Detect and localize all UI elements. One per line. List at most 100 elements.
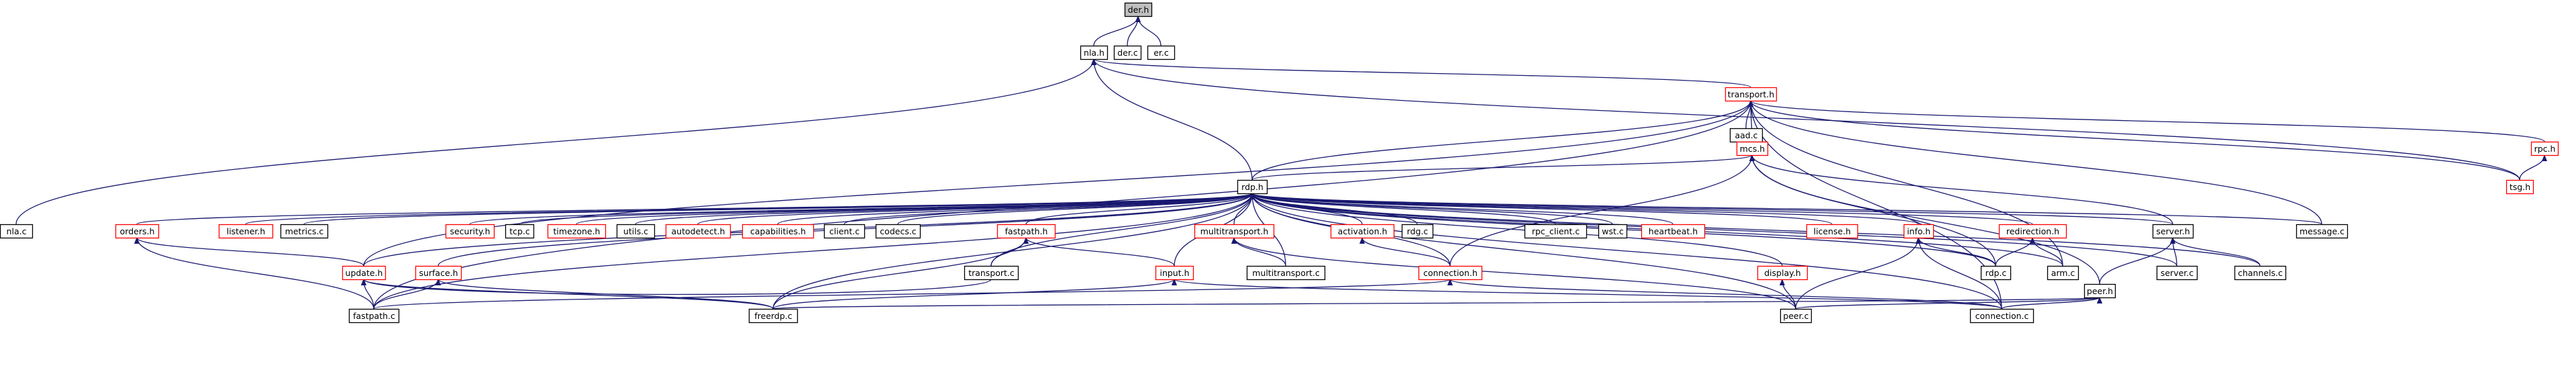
- node-label: heartbeat.h: [1649, 226, 1698, 236]
- node-rdp-c[interactable]: rdp.c: [1980, 265, 2012, 281]
- node-label: rpc_client.c: [1532, 226, 1580, 236]
- edge-input_h-to-fastpath_h: [1023, 237, 1175, 267]
- node-label: multitransport.h: [1200, 226, 1269, 236]
- node-connection-h[interactable]: connection.h: [1418, 265, 1483, 281]
- edge-update_h-to-transport_h: [363, 100, 1753, 267]
- node-orders-h[interactable]: orders.h: [115, 224, 160, 239]
- node-server-h[interactable]: server.h: [2152, 224, 2194, 239]
- node-metrics-c[interactable]: metrics.c: [280, 224, 329, 239]
- node-update-h[interactable]: update.h: [342, 265, 387, 281]
- edge-update_h-to-orders_h: [134, 237, 364, 267]
- node-listener-h[interactable]: listener.h: [218, 224, 274, 239]
- node-redirection-h[interactable]: redirection.h: [1998, 224, 2067, 239]
- node-connection-c[interactable]: connection.c: [1969, 308, 2034, 324]
- node-box: [505, 224, 535, 239]
- node-box: [0, 224, 34, 239]
- node-server-c[interactable]: server.c: [2156, 265, 2198, 281]
- edge-autodetect_h-to-rdp_h: [697, 193, 1255, 225]
- edge-display_h-to-rdp_h: [1249, 193, 1783, 267]
- node-freerdp-c[interactable]: freerdp.c: [748, 308, 798, 324]
- node-rdg-c[interactable]: rdg.c: [1401, 224, 1434, 239]
- edge-layer: [15, 15, 2547, 310]
- node-fastpath-h[interactable]: fastpath.h: [996, 224, 1056, 239]
- node-info-h[interactable]: info.h: [1903, 224, 1935, 239]
- node-nla-h[interactable]: nla.h: [1080, 45, 1109, 60]
- node-box: [2152, 224, 2194, 239]
- node-codecs-c[interactable]: codecs.c: [875, 224, 921, 239]
- node-label: orders.h: [120, 226, 155, 236]
- edge-arm_c-to-redirection_h: [2030, 237, 2063, 267]
- edge-rdp_c-to-info_h: [1916, 237, 1996, 267]
- node-er-c[interactable]: er.c: [1147, 45, 1176, 60]
- node-label: autodetect.h: [671, 226, 725, 236]
- node-box: [2083, 283, 2116, 299]
- node-surface-h[interactable]: surface.h: [415, 265, 462, 281]
- node-tsg-h[interactable]: tsg.h: [2506, 179, 2534, 195]
- node-box: [1401, 224, 1434, 239]
- node-box: [1194, 224, 1275, 239]
- node-client-c[interactable]: client.c: [823, 224, 866, 239]
- edge-multitransport_c-to-multitransport_h: [1231, 237, 1286, 267]
- node-rpc-h[interactable]: rpc.h: [2530, 141, 2559, 156]
- edge-rpc_h-to-transport_h: [1748, 100, 2545, 142]
- node-label: multitransport.c: [1252, 268, 1320, 278]
- node-activation-h[interactable]: activation.h: [1330, 224, 1395, 239]
- node-label: utils.c: [623, 226, 648, 236]
- edge-freerdp_c-to-peer_h: [772, 297, 2101, 310]
- edge-peer_c-to-rdp_h: [1249, 193, 1796, 310]
- node-security-h[interactable]: security.h: [445, 224, 495, 239]
- edge-fastpath_c-to-rdp_h: [373, 193, 1255, 310]
- edge-heartbeat_h-to-rdp_h: [1249, 193, 1673, 225]
- node-nla-c[interactable]: nla.c: [0, 224, 34, 239]
- node-label: channels.c: [2238, 268, 2283, 278]
- node-heartbeat-h[interactable]: heartbeat.h: [1641, 224, 1706, 239]
- node-label: capabilities.h: [750, 226, 806, 236]
- edge-transport_h-to-nla_h: [1091, 58, 1751, 88]
- node-transport-c[interactable]: transport.c: [964, 265, 1019, 281]
- node-box: [342, 265, 387, 281]
- node-mcs-h[interactable]: mcs.h: [1736, 141, 1769, 156]
- edge-connection_h-to-activation_h: [1359, 237, 1451, 267]
- node-box: [1780, 308, 1812, 324]
- edge-connection_c-to-info_h: [1916, 237, 2002, 310]
- node-label: metrics.c: [285, 226, 324, 236]
- node-license-h[interactable]: license.h: [1806, 224, 1859, 239]
- node-fastpath-c[interactable]: fastpath.c: [348, 308, 400, 324]
- node-der-h[interactable]: der.h: [1124, 2, 1153, 17]
- node-rdp-h[interactable]: rdp.h: [1237, 179, 1268, 195]
- edge-metrics_c-to-rdp_h: [303, 193, 1255, 225]
- node-autodetect-h[interactable]: autodetect.h: [665, 224, 731, 239]
- node-label: connection.h: [1423, 268, 1478, 278]
- edge-rdp_h-to-mcs_h: [1251, 154, 1755, 181]
- node-capabilities-h[interactable]: capabilities.h: [741, 224, 815, 239]
- node-label: rdp.h: [1241, 182, 1264, 192]
- node-label: er.c: [1153, 48, 1169, 58]
- node-transport-h[interactable]: transport.h: [1724, 87, 1778, 102]
- node-tcp-c[interactable]: tcp.c: [505, 224, 535, 239]
- node-message-c[interactable]: message.c: [2296, 224, 2349, 239]
- node-channels-c[interactable]: channels.c: [2234, 265, 2287, 281]
- edge-peer_h-to-server_h: [2099, 237, 2175, 285]
- node-box: [1598, 224, 1628, 239]
- edge-freerdp_c-to-surface_h: [435, 279, 774, 310]
- node-input-h[interactable]: input.h: [1155, 265, 1194, 281]
- node-multitransport-c[interactable]: multitransport.c: [1246, 265, 1326, 281]
- node-display-h[interactable]: display.h: [1757, 265, 1808, 281]
- node-label: message.c: [2300, 226, 2345, 236]
- node-timezone-h[interactable]: timezone.h: [547, 224, 607, 239]
- node-multitransport-h[interactable]: multitransport.h: [1194, 224, 1275, 239]
- edge-redirection_h-to-rdp_h: [1249, 193, 2033, 225]
- node-rpc-client-c[interactable]: rpc_client.c: [1524, 224, 1588, 239]
- node-peer-c[interactable]: peer.c: [1780, 308, 1812, 324]
- node-wst-c[interactable]: wst.c: [1598, 224, 1628, 239]
- node-utils-c[interactable]: utils.c: [616, 224, 656, 239]
- node-arm-c[interactable]: arm.c: [2047, 265, 2079, 281]
- node-peer-h[interactable]: peer.h: [2083, 283, 2116, 299]
- node-der-c[interactable]: der.c: [1113, 45, 1142, 60]
- node-box: [2234, 265, 2287, 281]
- node-aad-c[interactable]: aad.c: [1729, 128, 1763, 143]
- node-label: aad.c: [1735, 130, 1757, 140]
- node-box: [2047, 265, 2079, 281]
- node-label: surface.h: [419, 268, 458, 278]
